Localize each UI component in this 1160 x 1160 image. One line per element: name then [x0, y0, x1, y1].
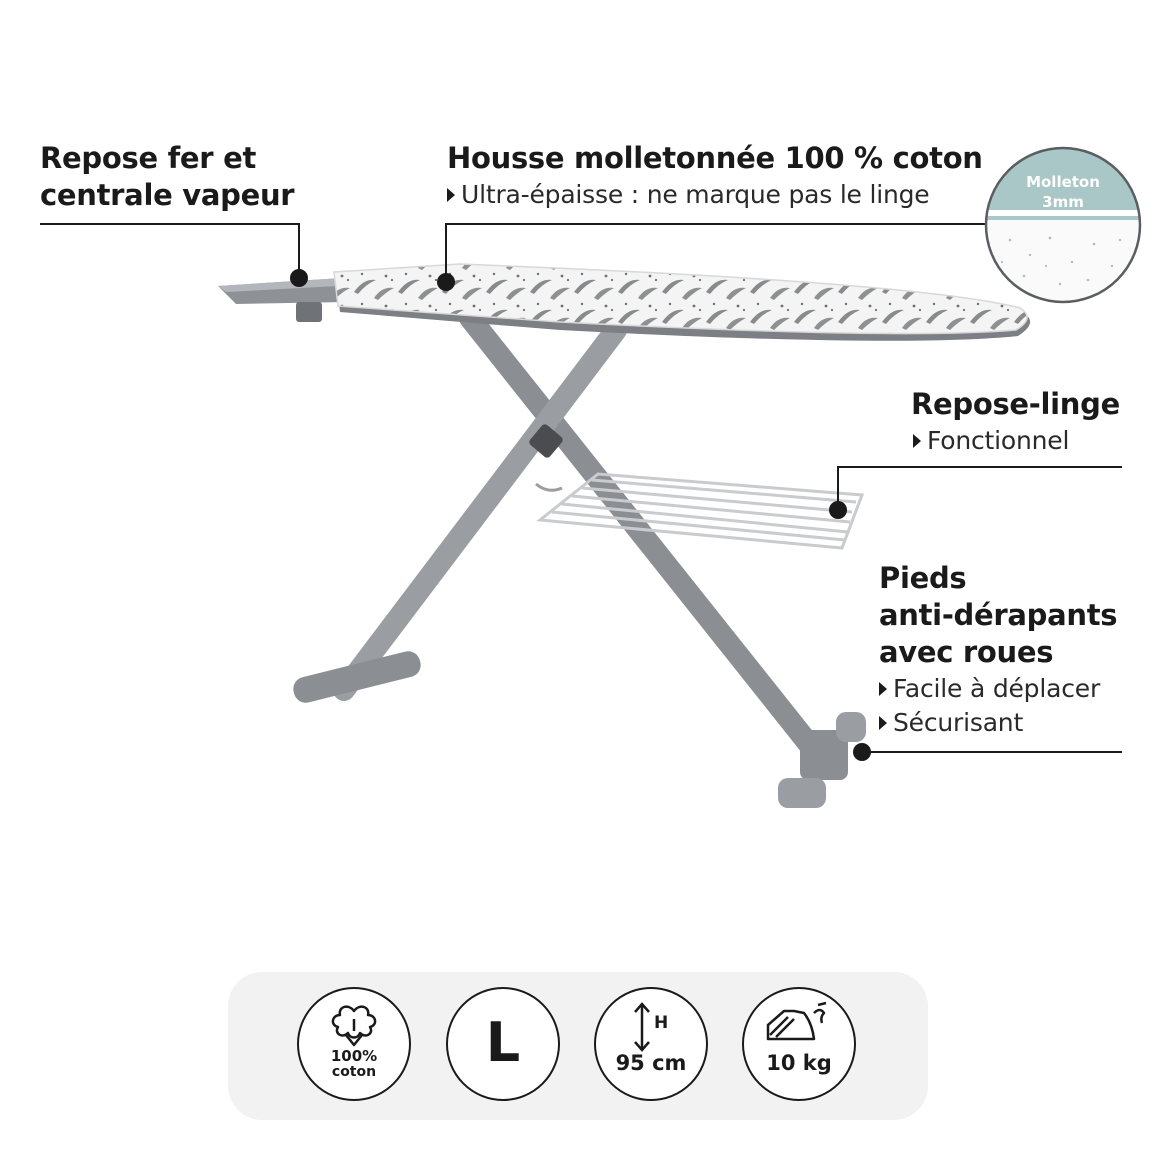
bullet-icon — [912, 434, 921, 448]
inset-label-2: 3mm — [1042, 193, 1084, 211]
bullet-icon — [879, 682, 887, 696]
bullet-icon — [879, 716, 887, 730]
badge-cotton-line1: 100% — [330, 1047, 378, 1065]
linen-rest-sub: Fonctionnel — [926, 426, 1070, 455]
board-legs — [293, 307, 866, 808]
feet-title-2: anti-dérapants — [879, 598, 1118, 632]
badge-weight-value: 10 kg — [766, 1051, 832, 1075]
callout-lines — [40, 223, 1122, 753]
badge-height-value: 95 cm — [615, 1051, 687, 1075]
cotton-flower-icon — [331, 1005, 377, 1047]
badge-size: L — [446, 987, 560, 1101]
cover-sub: Ultra-épaisse : ne marque pas le linge — [461, 180, 930, 209]
iron-weight-icon — [766, 1001, 827, 1041]
inset-label-1: Molleton — [1026, 173, 1100, 191]
linen-rack — [535, 472, 865, 550]
iron-rest-title-1: Repose fer et — [40, 141, 257, 175]
badge-cotton-line2: coton — [331, 1064, 377, 1080]
feet-callout: Pieds anti-dérapants avec roues Facile à… — [879, 560, 1118, 741]
feet-sub-2: Sécurisant — [893, 708, 1024, 737]
iron-rest-callout: Repose fer et centrale vapeur — [40, 140, 295, 214]
badge-cotton: 100% coton — [297, 987, 411, 1101]
size-letter-icon: L — [485, 1011, 521, 1074]
feet-title-3: avec roues — [879, 635, 1054, 669]
bullet-icon — [447, 188, 455, 202]
iron-rest-tray — [218, 278, 346, 322]
linen-rest-title: Repose-linge — [910, 387, 1120, 421]
cover-callout: Housse molletonnée 100 % coton Ultra-épa… — [447, 140, 983, 213]
linen-rest-callout: Repose-linge Fonctionnel — [911, 386, 1120, 459]
badge-height: H 95 cm — [594, 987, 708, 1101]
feature-badges: 100% coton L H 95 cm 10 kg — [228, 972, 928, 1120]
feet-title-1: Pieds — [879, 561, 967, 595]
molleton-inset — [984, 146, 1142, 304]
badge-height-letter: H — [654, 1013, 669, 1033]
board-top — [333, 263, 1031, 341]
height-arrow-icon — [634, 1002, 650, 1052]
badge-weight: 10 kg — [742, 987, 856, 1101]
feet-sub-1: Facile à déplacer — [893, 674, 1101, 703]
iron-rest-title-2: centrale vapeur — [40, 178, 295, 212]
cover-title: Housse molletonnée 100 % coton — [447, 141, 983, 175]
ironing-board-illustration: Molleton 3mm — [40, 146, 1142, 808]
callout-dots — [290, 269, 871, 761]
